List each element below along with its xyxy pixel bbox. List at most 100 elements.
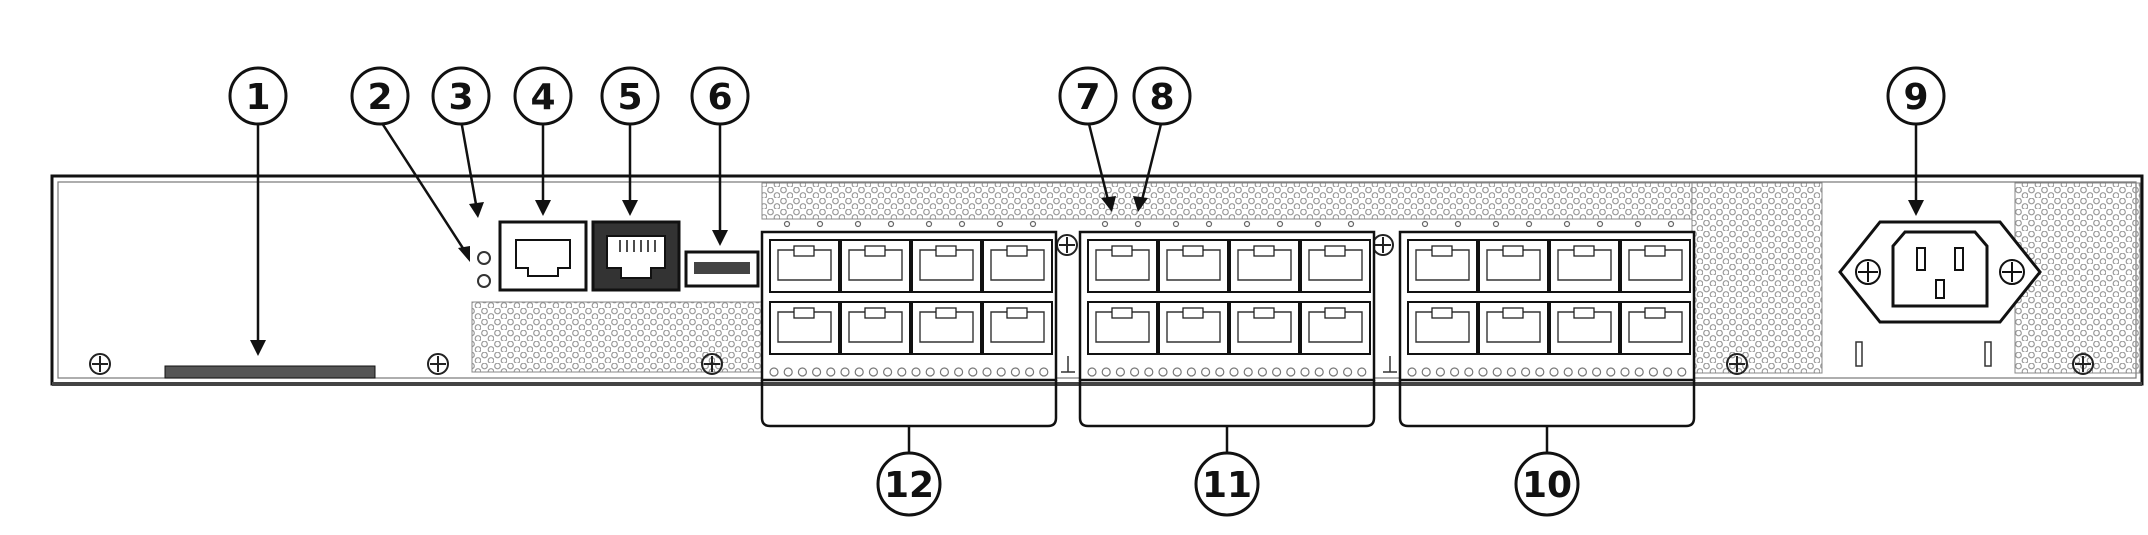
vent-hole [1243,367,1253,377]
sfp-latch [1573,307,1595,319]
sfp-latch [1111,307,1133,319]
vent-hole [1520,367,1531,377]
sfp-latch [1431,307,1453,319]
vent-hole [953,367,964,377]
vent-hole [1591,367,1602,377]
vent-hole [1010,367,1021,377]
port-led [854,220,862,228]
port-led [1029,220,1037,228]
sfp-latch [1502,307,1524,319]
port-led [1205,220,1213,228]
sfp-latch [935,245,957,257]
sfp-latch [1182,307,1204,319]
vent-hole [1328,367,1339,377]
port-led [1243,220,1251,228]
screw-icon [89,234,2094,375]
vent-hole [811,367,822,377]
callout-6: 6 [707,77,732,118]
vent-hole [1257,367,1268,377]
ethernet-port [498,220,681,292]
vent-hole [1129,367,1140,377]
vent-hole [1172,367,1182,377]
vent-hole [1549,367,1559,377]
port-led [1276,220,1284,228]
sfp-latch [864,245,886,257]
arrow-head [250,196,1924,356]
sfp-port-groups [760,220,1696,382]
sfp-latch [1644,245,1666,257]
port-group-bracket [760,380,1696,428]
sfp-latch [1502,245,1524,257]
vent-hole [1606,367,1616,377]
vent-hole [1357,367,1367,377]
vent-hole [1506,367,1517,377]
vent-hole [1200,367,1211,377]
vent-hole [897,367,907,377]
sfp-latch [793,245,815,257]
sfp-latch [1431,245,1453,257]
leader-line [256,119,1918,456]
port-led [958,220,966,228]
callout-9: 9 [1903,77,1928,118]
port-led [925,220,933,228]
port-led [1492,220,1500,228]
callout-4: 4 [530,77,555,118]
vent-hole [1300,367,1310,377]
callout-2: 2 [367,77,392,118]
callout-3: 3 [448,77,473,118]
vent-hole [982,367,992,377]
callout-5: 5 [617,77,642,118]
callout-8: 8 [1149,77,1174,118]
sfp-latch [793,307,815,319]
port-led [1172,220,1180,228]
port-led [1134,220,1142,228]
sfp-latch [1573,245,1595,257]
vent-hole [1449,367,1460,377]
vent-hole [939,367,950,377]
port-led [1347,220,1355,228]
vent-hole [1286,367,1296,377]
sfp-latch [1253,307,1275,319]
port-led [1596,220,1604,228]
vent-hole [1421,367,1431,377]
callout-11: 11 [1202,465,1252,506]
port-led [887,220,895,228]
vent-hole [1101,367,1111,377]
vent-hole [1435,367,1446,377]
sfp-latch [1111,245,1133,257]
callout-circles [228,66,1946,517]
vent-hole [1158,367,1168,377]
port-led [783,220,791,228]
sfp-latch [1324,245,1346,257]
port-led [1421,220,1429,228]
sfp-latch [1324,307,1346,319]
callout-12: 12 [884,465,934,506]
vent-hole [1563,367,1573,377]
port-led [1525,220,1533,228]
vent-hole [1314,367,1324,377]
sfp-latch [1182,245,1204,257]
callout-10: 10 [1522,465,1572,506]
port-led [1101,220,1109,228]
port-led [996,220,1004,228]
vent-hole [1229,367,1239,377]
vent-hole [1039,367,1049,377]
port-led [1563,220,1571,228]
vent-hole [882,367,893,377]
port-led [1314,220,1322,228]
vent-hole [1271,367,1282,377]
vent-hole [854,367,864,377]
sfp-latch [1006,307,1028,319]
vent-hole [1648,367,1659,377]
port-led [1667,220,1675,228]
vent-hole [1144,367,1154,377]
vent-hole [1620,367,1630,377]
port-led [816,220,824,228]
vent-hole [968,367,978,377]
vent-hole [911,367,921,377]
vent-hole [826,367,836,377]
vent-hole [1115,367,1126,377]
callout-7: 7 [1075,77,1100,118]
vent-hole [996,367,1006,377]
vent-hole [1577,367,1588,377]
